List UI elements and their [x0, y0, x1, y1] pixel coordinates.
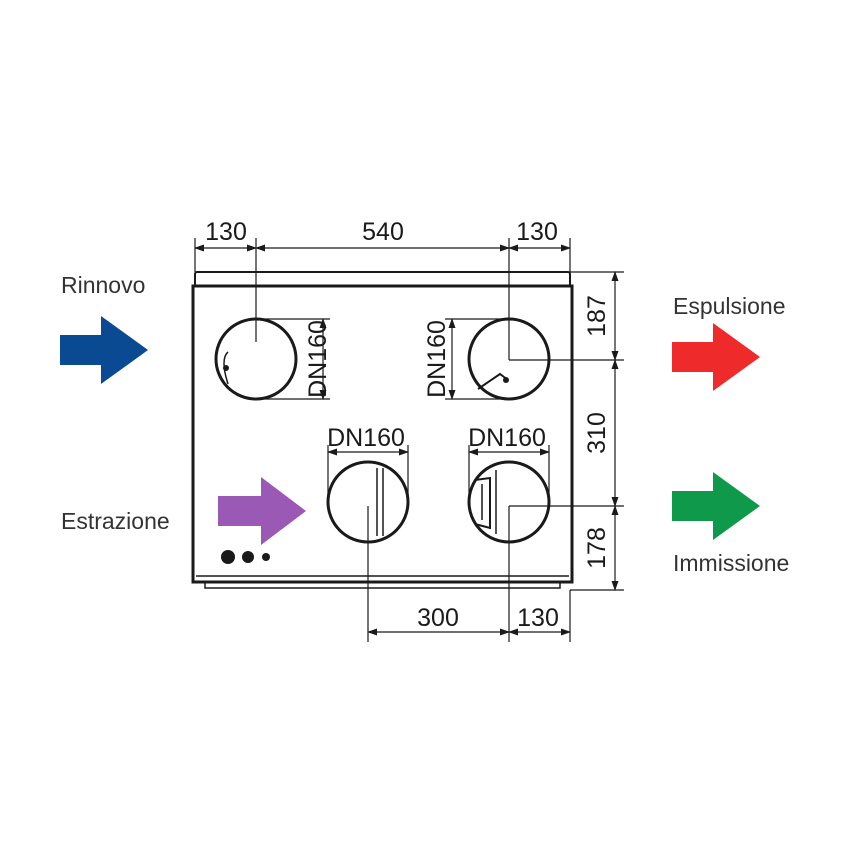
dim-right-top: 187: [583, 295, 611, 337]
dim-right-bottom: 178: [583, 527, 611, 569]
dim-right-middle: 310: [583, 412, 611, 454]
dim-top-left: 130: [205, 218, 247, 246]
flow-label-espulsione: Espulsione: [673, 293, 786, 319]
dim-bottom-left: 300: [417, 604, 459, 632]
dimension-lines: [194, 244, 619, 636]
estrazione-arrow-icon: [218, 477, 306, 545]
duct-label-top-right: DN160: [423, 320, 451, 398]
duct-label-bottom-right: DN160: [468, 424, 546, 452]
immissione-arrow-icon: [672, 472, 760, 540]
control-indicator-dots: [221, 550, 270, 564]
espulsione-arrow-icon: [672, 323, 760, 391]
unit-body: [191, 271, 574, 589]
flow-label-estrazione: Estrazione: [61, 508, 170, 534]
flow-label-rinnovo: Rinnovo: [61, 272, 145, 298]
dim-bottom-right: 130: [517, 604, 559, 632]
duct-label-top-left: DN160: [304, 320, 332, 398]
extension-lines: [194, 238, 624, 642]
dim-top-middle: 540: [362, 218, 404, 246]
duct-label-bottom-left: DN160: [327, 424, 405, 452]
dim-top-right: 130: [516, 218, 558, 246]
rinnovo-arrow-icon: [60, 316, 148, 384]
flow-label-immissione: Immissione: [673, 550, 789, 576]
